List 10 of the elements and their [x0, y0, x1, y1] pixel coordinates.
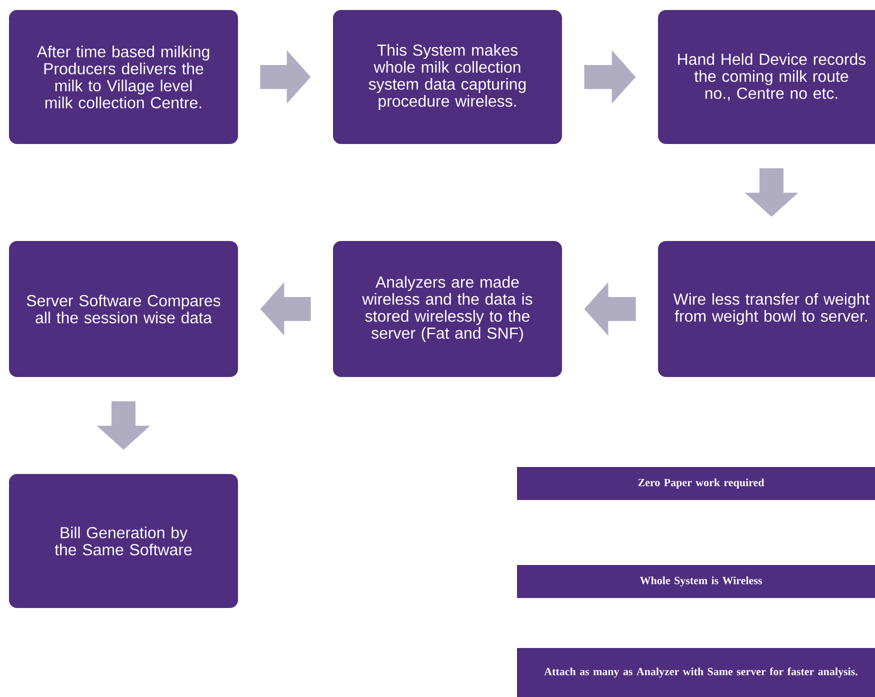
banner: Zero Paper work required: [517, 467, 875, 500]
process-box: This System makes whole milk collection system data capturing procedure wireless.: [333, 10, 562, 144]
process-box: Bill Generation by the Same Software: [9, 474, 238, 608]
banner: Attach as many as Analyzer with Same server for faster analysis.: [517, 648, 875, 697]
process-box: Wire less transfer of weight from weight bowl to server.: [658, 241, 875, 377]
process-box: Hand Held Device records the coming milk route no., Centre no etc.: [658, 10, 875, 144]
process-box: Server Software Compares all the session wise data: [9, 241, 238, 377]
banner: Whole System is Wireless: [517, 565, 875, 598]
process-box: After time based milking Producers delivers the milk to Village level milk collection Centre.: [9, 10, 238, 144]
process-box: Analyzers are made wireless and the data is stored wirelessly to the server (Fat and SNF): [333, 241, 562, 377]
